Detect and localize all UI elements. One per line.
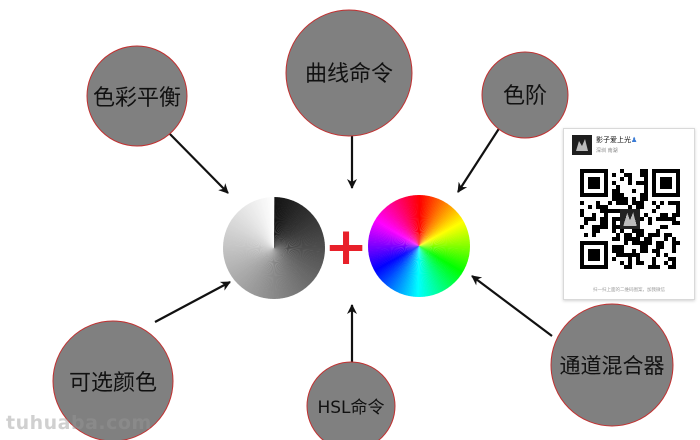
qr-footer-text: 扫一扫上面的二维码图案，加我微信	[593, 288, 665, 293]
qr-subtitle: 深圳 南湖	[596, 148, 618, 154]
node-channel-mixer: 通道混合器	[550, 303, 674, 427]
node-selective-color: 可选颜色	[52, 320, 174, 440]
node-label-curves: 曲线命令	[305, 62, 393, 87]
qr-code-icon	[580, 169, 680, 269]
node-label-color-balance: 色彩平衡	[93, 86, 181, 111]
grayscale-wheel-icon	[223, 197, 325, 299]
qr-card: 影子爱上光♟ 深圳 南湖 扫一扫上面的二维码图案，加我微信	[563, 128, 695, 300]
watermark: tuhuaba.com	[6, 412, 152, 434]
node-label-channel-mixer: 通道混合器	[560, 354, 665, 378]
arrow-color-balance	[164, 128, 229, 194]
node-label-levels: 色阶	[503, 84, 547, 109]
arrow-channel-mixer	[471, 275, 553, 337]
arrow-selective-color	[154, 281, 231, 323]
node-label-hsl: HSL命令	[317, 398, 384, 418]
arrows	[154, 126, 553, 362]
qr-profile-name: 影子爱上光♟	[596, 135, 637, 145]
arrow-levels	[457, 126, 501, 193]
node-curves: 曲线命令	[285, 9, 413, 137]
node-levels: 色阶	[481, 51, 569, 139]
qr-name-text: 影子爱上光	[596, 136, 631, 144]
avatar	[572, 135, 592, 155]
qr-badge-icon: ♟	[631, 136, 638, 144]
node-label-selective-color: 可选颜色	[69, 371, 157, 396]
node-color-balance: 色彩平衡	[86, 45, 188, 147]
color-wheel-icon	[368, 195, 470, 297]
node-hsl: HSL命令	[306, 361, 396, 440]
plus-sign: +	[324, 217, 368, 277]
